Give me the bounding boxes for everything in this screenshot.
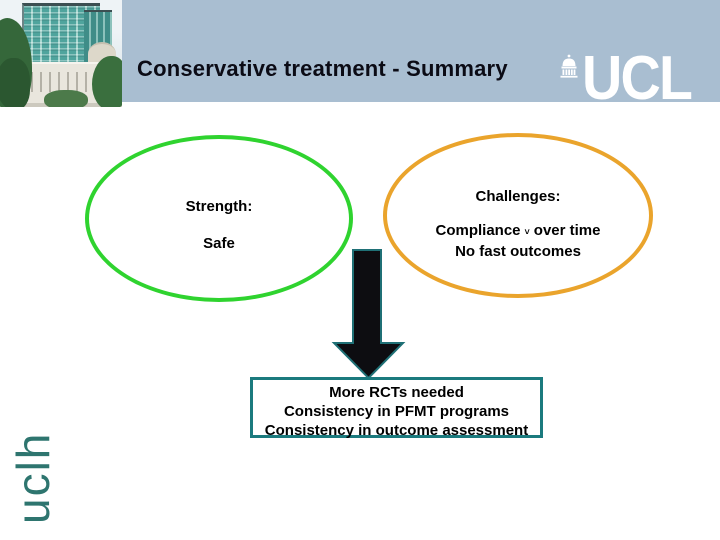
building-photo bbox=[0, 0, 122, 107]
down-arrowhead-mark: ˅ bbox=[524, 227, 530, 237]
uclh-logo: uclh bbox=[7, 410, 59, 524]
photo-tree-left-lower bbox=[0, 58, 30, 107]
strength-ellipse: Strength: Safe bbox=[85, 135, 353, 302]
strength-line: Safe bbox=[203, 235, 235, 252]
challenges-line1-pre: Compliance bbox=[435, 222, 521, 239]
conclusion-line: More RCTs needed bbox=[329, 384, 464, 401]
challenges-line-2: No fast outcomes bbox=[455, 243, 581, 260]
challenges-lines: Compliance˅over time No fast outcomes bbox=[436, 221, 601, 261]
challenges-ellipse: Challenges: Compliance˅over time No fast… bbox=[383, 133, 653, 298]
photo-tree-right bbox=[92, 56, 122, 107]
photo-bush bbox=[44, 90, 88, 107]
down-arrow-shape bbox=[331, 249, 406, 380]
uclh-logo-text: uclh bbox=[7, 431, 59, 524]
photo-stone-windows bbox=[4, 72, 118, 92]
strength-heading: Strength: bbox=[185, 198, 253, 215]
conclusion-line: Consistency in outcome assessment bbox=[264, 422, 529, 439]
ucl-logo-text-below-band: UCL bbox=[582, 102, 691, 110]
challenges-line1-post: over time bbox=[533, 222, 601, 239]
page-title: Conservative treatment - Summary bbox=[137, 56, 508, 81]
ucl-dome-icon bbox=[560, 54, 578, 78]
challenges-heading: Challenges: bbox=[475, 188, 561, 205]
ucl-logo-text: UCL bbox=[582, 44, 692, 113]
conclusion-line: Consistency in PFMT programs bbox=[283, 403, 510, 420]
challenges-line-1: Compliance˅over time bbox=[436, 221, 601, 242]
conclusion-box: More RCTs needed Consistency in PFMT pro… bbox=[250, 377, 543, 439]
